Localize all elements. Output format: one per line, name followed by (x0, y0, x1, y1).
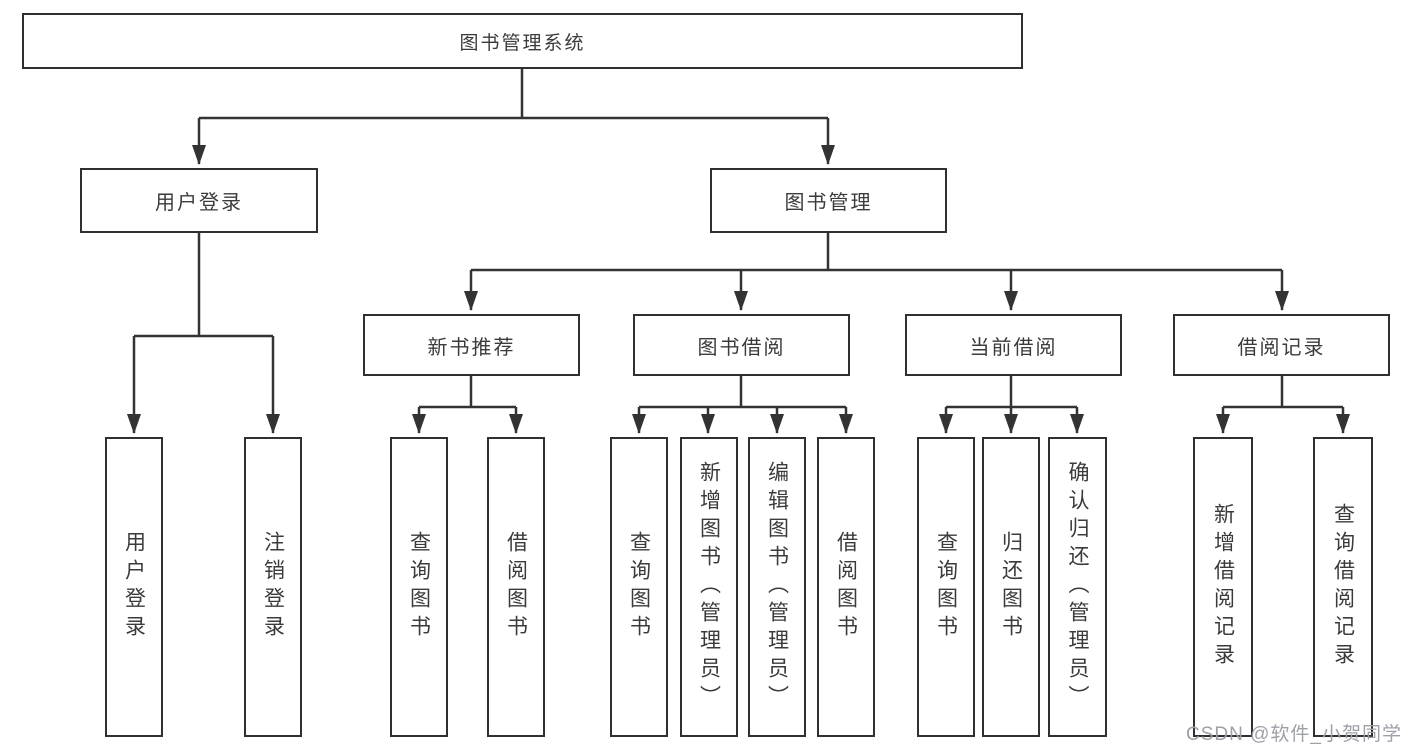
leaf-label: 查询图书 (627, 531, 651, 643)
leaf-label: 注销登录 (261, 531, 285, 643)
leaf-user-login: 用户登录 (105, 437, 163, 737)
node-label: 图书管理系统 (459, 32, 586, 54)
leaf-query-books-current: 查询图书 (917, 437, 975, 737)
leaf-label: 编辑图书（管理员） (765, 461, 789, 713)
leaf-borrow-books: 借阅图书 (817, 437, 875, 737)
leaf-edit-books-admin: 编辑图书（管理员） (748, 437, 806, 737)
node-label: 借阅记录 (1237, 336, 1326, 359)
node-library-management-system: 图书管理系统 (22, 13, 1023, 69)
leaf-label: 用户登录 (122, 531, 146, 643)
node-new-book-recommend: 新书推荐 (363, 314, 580, 376)
leaf-label: 查询图书 (934, 531, 958, 643)
node-label: 当前借阅 (969, 336, 1058, 359)
node-label: 图书借阅 (697, 336, 786, 359)
leaf-borrow-books-recommend: 借阅图书 (487, 437, 545, 737)
leaf-add-borrow-record: 新增借阅记录 (1193, 437, 1253, 737)
leaf-confirm-return-admin: 确认归还（管理员） (1048, 437, 1107, 737)
node-label: 用户登录 (155, 192, 243, 214)
leaf-label: 新增图书（管理员） (697, 461, 721, 713)
node-book-borrow: 图书借阅 (633, 314, 850, 376)
node-label: 图书管理 (784, 192, 873, 214)
leaf-label: 归还图书 (999, 531, 1023, 643)
leaf-query-borrow-record: 查询借阅记录 (1313, 437, 1373, 737)
leaf-label: 借阅图书 (504, 531, 528, 643)
node-borrow-records: 借阅记录 (1173, 314, 1390, 376)
node-current-borrow: 当前借阅 (905, 314, 1122, 376)
leaf-add-books-admin: 新增图书（管理员） (680, 437, 738, 737)
node-label: 新书推荐 (427, 336, 516, 359)
leaf-query-books-recommend: 查询图书 (390, 437, 448, 737)
leaf-label: 借阅图书 (834, 531, 858, 643)
node-user-login: 用户登录 (80, 168, 318, 233)
leaf-label: 查询图书 (407, 531, 431, 643)
node-book-management: 图书管理 (710, 168, 947, 233)
csdn-watermark: CSDN @软件_小贺同学 (1186, 724, 1402, 745)
leaf-logout: 注销登录 (244, 437, 302, 737)
leaf-label: 查询借阅记录 (1331, 503, 1355, 671)
leaf-label: 确认归还（管理员） (1066, 461, 1089, 713)
leaf-return-books: 归还图书 (982, 437, 1040, 737)
leaf-query-books-borrow: 查询图书 (610, 437, 668, 737)
leaf-label: 新增借阅记录 (1211, 503, 1235, 671)
